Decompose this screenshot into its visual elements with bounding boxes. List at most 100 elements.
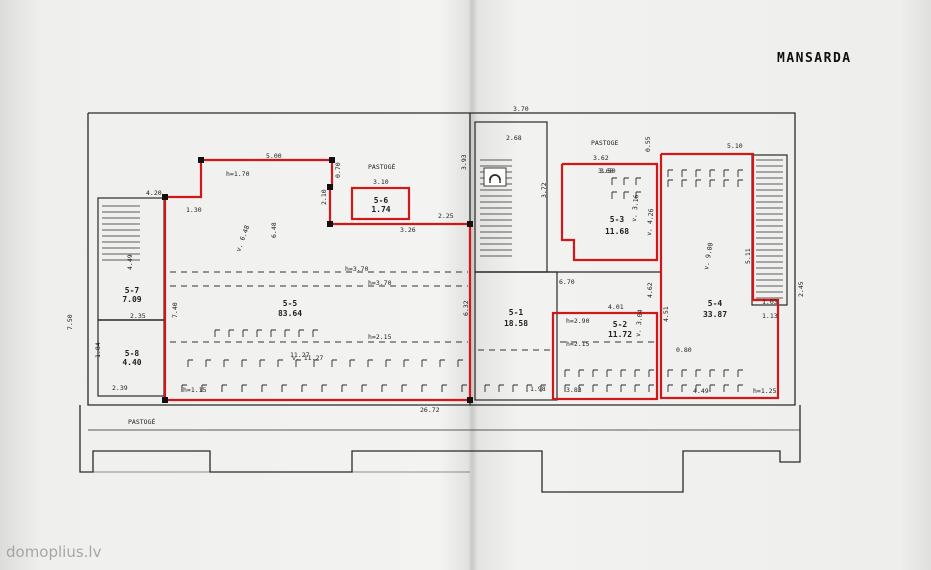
room-5-4-area: 33.87 xyxy=(703,310,727,319)
truss-mark xyxy=(201,384,207,392)
truss-mark xyxy=(281,384,287,392)
dim-5-7-bottom: 2.35 xyxy=(130,312,146,320)
room-5-3-id: 5-3 xyxy=(610,215,625,224)
room-outlines xyxy=(163,152,780,402)
truss-mark xyxy=(667,384,673,392)
dim-5-8-bottom: 2.39 xyxy=(112,384,128,392)
truss-mark xyxy=(381,384,387,392)
truss-mark xyxy=(578,384,584,392)
misc-v316: v. 3.16 xyxy=(630,194,640,222)
dim-5-4-bottom: 4.49 xyxy=(693,387,709,395)
truss-mark xyxy=(313,359,319,367)
corner-markers xyxy=(162,157,473,403)
truss-mark xyxy=(361,384,367,392)
plan-title: MANSARDA xyxy=(777,51,852,66)
roof-truss-marks xyxy=(181,169,743,392)
truss-mark xyxy=(484,384,490,392)
truss-mark xyxy=(667,169,673,177)
height-5-5-bottom: h=1.15 xyxy=(183,386,207,394)
truss-mark xyxy=(277,359,283,367)
room-5-8-area: 4.40 xyxy=(122,358,141,367)
dim-stair-top: 3.70 xyxy=(513,105,529,113)
truss-mark xyxy=(564,384,570,392)
truss-mark xyxy=(695,179,701,187)
truss-mark xyxy=(623,177,629,185)
room-5-5-area: 83.64 xyxy=(278,309,302,318)
dim-5-4-notch2: 1.13 xyxy=(762,312,778,320)
truss-mark xyxy=(421,384,427,392)
truss-mark xyxy=(223,359,229,367)
truss-mark xyxy=(681,179,687,187)
misc-v426: v. 4.26 xyxy=(645,208,655,236)
truss-mark xyxy=(401,384,407,392)
misc-350: 3.50 xyxy=(600,167,616,175)
truss-mark xyxy=(578,369,584,377)
truss-mark xyxy=(723,169,729,177)
dim-right-notch: 2.25 xyxy=(438,212,454,220)
truss-mark xyxy=(281,384,287,392)
truss-mark xyxy=(301,384,307,392)
attic-labels: PASTOGĖ PASTOGE PASTOGĖ xyxy=(128,139,618,426)
truss-mark xyxy=(241,384,247,392)
truss-mark xyxy=(709,384,715,392)
dim-5-5-side: 7.40 xyxy=(171,302,179,318)
truss-mark xyxy=(381,384,387,392)
truss-mark xyxy=(181,384,187,392)
misc-372: 3.72 xyxy=(540,182,548,198)
truss-mark xyxy=(498,384,504,392)
height-5-2: h=2.15 xyxy=(566,340,590,348)
misc-v1127: v. 11.27 xyxy=(292,354,323,362)
misc-070: 0.70 xyxy=(334,162,342,178)
dim-top: 5.00 xyxy=(266,152,282,160)
truss-mark xyxy=(592,369,598,377)
misc-080: 0.80 xyxy=(676,346,692,354)
truss-mark xyxy=(241,384,247,392)
watermark: domoplius.lv xyxy=(6,543,102,561)
truss-mark xyxy=(401,384,407,392)
dim-5-2-bottom: 3.83 xyxy=(566,386,582,394)
truss-mark xyxy=(457,359,463,367)
dim-5-7-side: 4.49 xyxy=(126,254,134,270)
truss-mark xyxy=(256,329,262,337)
truss-mark xyxy=(606,369,612,377)
truss-mark xyxy=(681,384,687,392)
truss-mark xyxy=(441,384,447,392)
dim-5-5-h: h=1.70 xyxy=(226,170,250,178)
misc-462: 4.62 xyxy=(646,282,654,298)
truss-mark xyxy=(667,369,673,377)
truss-mark xyxy=(187,359,193,367)
truss-mark xyxy=(403,359,409,367)
truss-mark xyxy=(611,191,617,199)
dim-5-8-side: 1.84 xyxy=(94,342,102,358)
dim-left-top: 4.20 xyxy=(146,189,162,197)
height-3: h=2.15 xyxy=(368,333,392,341)
pastoge-label-right: PASTOGE xyxy=(591,139,618,147)
truss-mark xyxy=(512,384,518,392)
truss-mark xyxy=(367,359,373,367)
truss-mark xyxy=(214,329,220,337)
truss-mark xyxy=(723,369,729,377)
height-lines xyxy=(170,271,655,351)
truss-mark xyxy=(737,179,743,187)
truss-mark xyxy=(564,369,570,377)
truss-mark xyxy=(709,179,715,187)
truss-mark xyxy=(261,384,267,392)
truss-mark xyxy=(421,359,427,367)
dimension-labels: 5.00 3.10 4.20 26.72 3.70 2.68 5.10 3.62… xyxy=(66,105,805,414)
room-5-6-id: 5-6 xyxy=(374,196,389,205)
truss-mark xyxy=(620,369,626,377)
misc-v900: v. 9.00 xyxy=(702,242,715,270)
room-5-2-area: 11.72 xyxy=(608,330,632,339)
dim-5-5-step: 2.10 xyxy=(320,189,328,205)
truss-mark xyxy=(261,384,267,392)
truss-mark xyxy=(634,384,640,392)
height-1: h=3.70 xyxy=(345,265,369,273)
truss-mark xyxy=(540,384,546,392)
room-5-1-id: 5-1 xyxy=(509,308,524,317)
dim-5-1-side: 6.32 xyxy=(462,300,470,316)
dim-left-height: 7.50 xyxy=(66,314,74,330)
truss-mark xyxy=(681,369,687,377)
building-outline xyxy=(79,112,801,493)
